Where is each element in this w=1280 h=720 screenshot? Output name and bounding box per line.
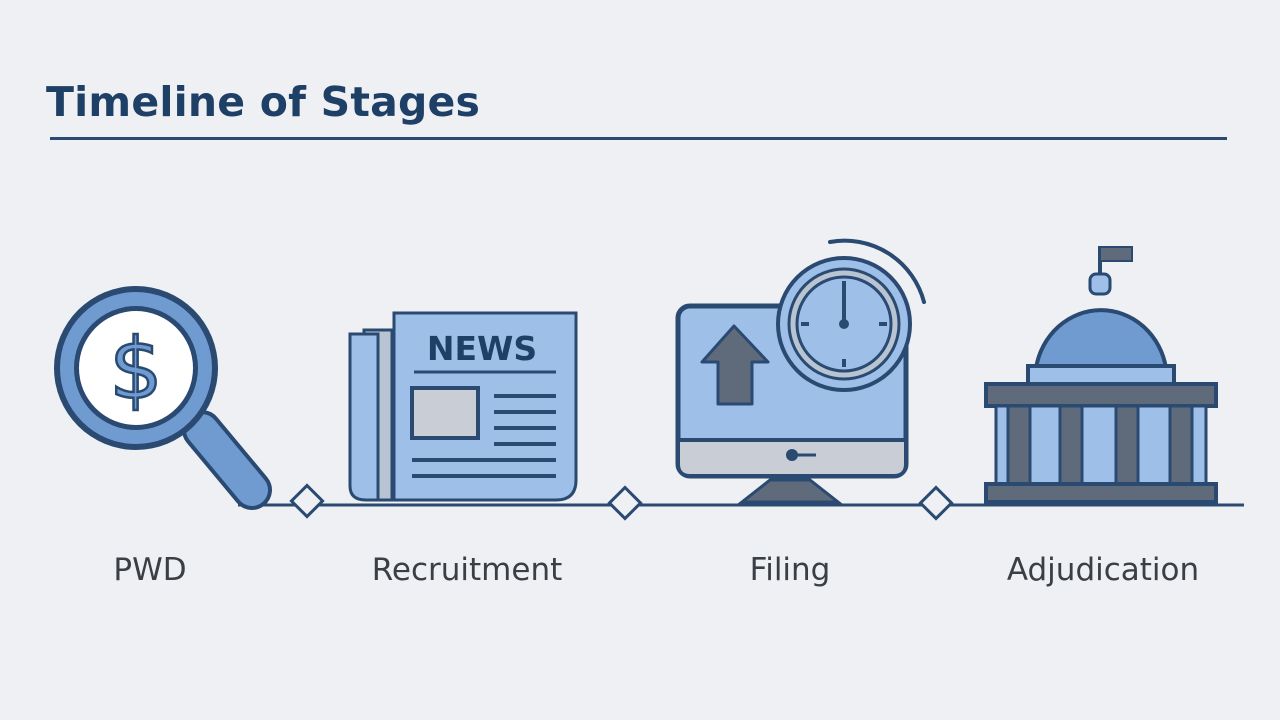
dollar-sign: $ — [109, 320, 162, 418]
magnifier-dollar-icon: $ — [54, 286, 272, 510]
news-masthead: NEWS — [427, 329, 537, 368]
courthouse-icon — [984, 246, 1218, 504]
title-divider — [50, 137, 1227, 140]
stage-label-recruitment: Recruitment — [371, 552, 563, 588]
milestone-marker — [607, 485, 643, 521]
stage-label-pwd: PWD — [113, 552, 187, 588]
page-title: Timeline of Stages — [46, 78, 481, 126]
stage-label-adjudication: Adjudication — [1006, 552, 1200, 588]
milestone-marker — [289, 483, 325, 519]
monitor-clock-icon — [675, 238, 926, 504]
stage-label-filing: Filing — [749, 552, 831, 588]
newspaper-icon: NEWS — [348, 311, 578, 502]
milestone-marker — [918, 485, 954, 521]
